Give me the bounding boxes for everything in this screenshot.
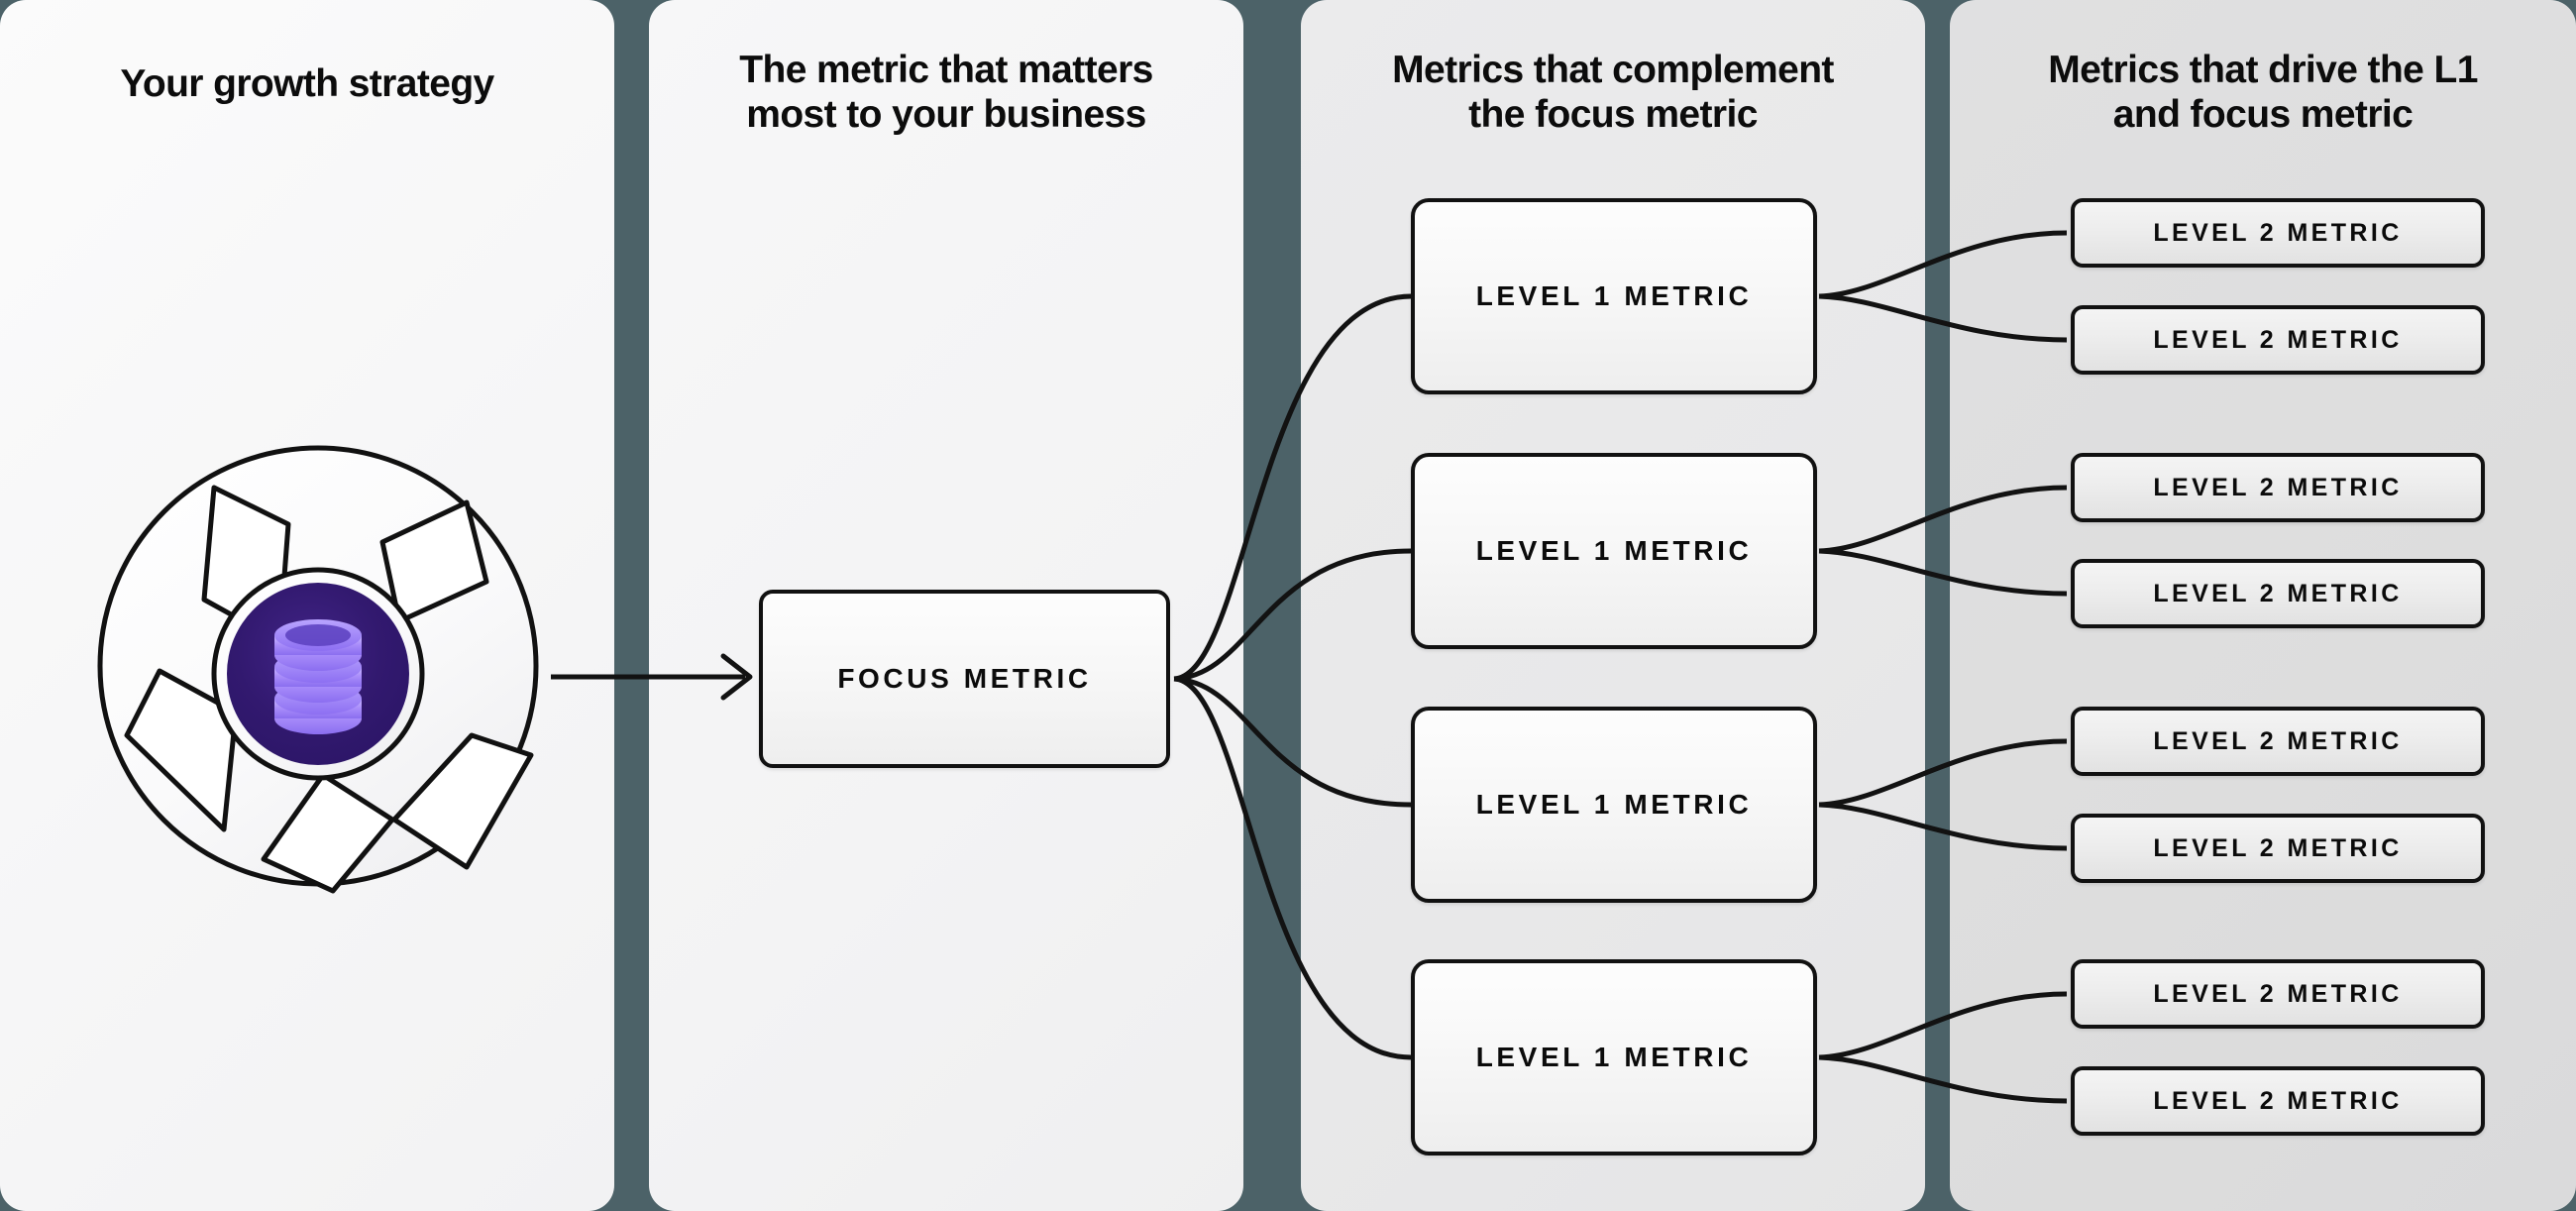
node-level-2-metric[interactable]: LEVEL 2 METRIC (2071, 305, 2485, 375)
column-heading-level-1-metrics: Metrics that complement the focus metric (1392, 49, 1834, 137)
node-level-2-metric[interactable]: LEVEL 2 METRIC (2071, 814, 2485, 883)
column-heading-level-2-metrics: Metrics that drive the L1 and focus metr… (2048, 49, 2478, 137)
node-level-2-metric[interactable]: LEVEL 2 METRIC (2071, 1066, 2485, 1136)
node-level-1-metric[interactable]: LEVEL 1 METRIC (1411, 198, 1817, 394)
node-level-2-metric[interactable]: LEVEL 2 METRIC (2071, 959, 2485, 1029)
column-heading-growth-strategy: Your growth strategy (120, 62, 494, 105)
node-level-2-metric[interactable]: LEVEL 2 METRIC (2071, 707, 2485, 776)
node-level-2-metric[interactable]: LEVEL 2 METRIC (2071, 198, 2485, 268)
node-level-2-metric[interactable]: LEVEL 2 METRIC (2071, 559, 2485, 628)
node-focus-metric[interactable]: FOCUS METRIC (759, 590, 1170, 768)
column-heading-focus-metric: The metric that matters most to your bus… (739, 49, 1153, 137)
node-level-1-metric[interactable]: LEVEL 1 METRIC (1411, 453, 1817, 649)
growth-strategy-logo (97, 445, 539, 894)
database-icon (274, 619, 362, 734)
node-level-1-metric[interactable]: LEVEL 1 METRIC (1411, 959, 1817, 1156)
node-level-2-metric[interactable]: LEVEL 2 METRIC (2071, 453, 2485, 522)
node-level-1-metric[interactable]: LEVEL 1 METRIC (1411, 707, 1817, 903)
